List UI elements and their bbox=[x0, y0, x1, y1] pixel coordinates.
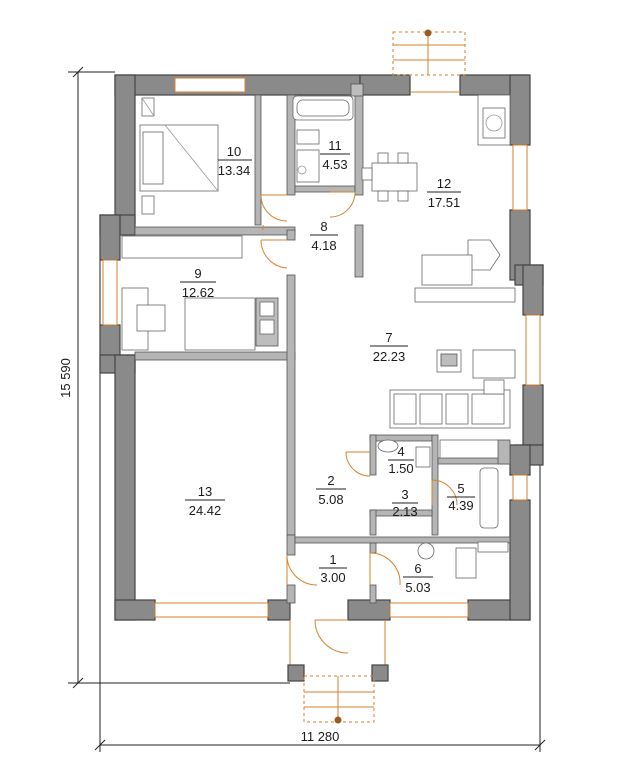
svg-text:4.39: 4.39 bbox=[448, 498, 473, 513]
svg-text:1: 1 bbox=[329, 552, 336, 567]
room-label-8: 8 4.18 bbox=[310, 219, 338, 253]
svg-text:1.50: 1.50 bbox=[388, 461, 413, 476]
svg-text:4.53: 4.53 bbox=[322, 157, 347, 172]
svg-text:3: 3 bbox=[401, 487, 408, 502]
entrance-porch bbox=[287, 620, 389, 724]
svg-text:6: 6 bbox=[414, 561, 421, 576]
room-label-11: 11 4.53 bbox=[320, 138, 350, 172]
living-room-7-furniture bbox=[389, 349, 516, 429]
svg-text:12: 12 bbox=[437, 176, 451, 191]
room-label-9: 9 12.62 bbox=[180, 266, 216, 300]
svg-text:2.13: 2.13 bbox=[392, 504, 417, 519]
svg-text:24.42: 24.42 bbox=[189, 503, 222, 518]
svg-text:22.23: 22.23 bbox=[373, 349, 406, 364]
dimension-lines bbox=[68, 66, 546, 752]
svg-text:5.03: 5.03 bbox=[405, 580, 430, 595]
room-labels: 10 13.34 11 4.53 12 17.51 8 4.18 9 12.62… bbox=[180, 138, 475, 595]
svg-text:7: 7 bbox=[385, 330, 392, 345]
room-label-12: 12 17.51 bbox=[427, 176, 461, 210]
interior-walls bbox=[134, 94, 511, 604]
svg-text:17.51: 17.51 bbox=[428, 195, 461, 210]
room-label-1: 1 3.00 bbox=[319, 552, 347, 585]
svg-text:5: 5 bbox=[457, 481, 464, 496]
svg-text:8: 8 bbox=[320, 219, 327, 234]
svg-text:9: 9 bbox=[194, 266, 201, 281]
svg-text:4.18: 4.18 bbox=[311, 238, 336, 253]
svg-text:2: 2 bbox=[327, 473, 334, 488]
svg-text:12.62: 12.62 bbox=[182, 285, 215, 300]
room-5-fixtures bbox=[439, 439, 499, 529]
bathroom-11-fixtures bbox=[292, 83, 364, 183]
svg-text:13.34: 13.34 bbox=[218, 163, 251, 178]
room-label-5: 5 4.39 bbox=[447, 481, 475, 513]
svg-text:10: 10 bbox=[227, 144, 241, 159]
svg-text:3.00: 3.00 bbox=[320, 570, 345, 585]
svg-text:13: 13 bbox=[198, 484, 212, 499]
room-label-2: 2 5.08 bbox=[316, 473, 346, 507]
doors bbox=[260, 191, 458, 654]
rear-porch bbox=[392, 29, 466, 93]
svg-text:5.08: 5.08 bbox=[318, 492, 343, 507]
room-9-furniture bbox=[121, 235, 279, 351]
svg-text:11: 11 bbox=[328, 138, 342, 153]
room-label-6: 6 5.03 bbox=[403, 561, 433, 595]
windows bbox=[102, 77, 541, 618]
room-label-10: 10 13.34 bbox=[218, 144, 252, 178]
room-label-13: 13 24.42 bbox=[185, 484, 225, 518]
room-label-7: 7 22.23 bbox=[370, 330, 408, 364]
overall-width-label: 11 280 bbox=[301, 729, 340, 744]
kitchen-12-furniture bbox=[361, 94, 516, 303]
wc-4-fixtures bbox=[377, 439, 431, 468]
bedroom-10-furniture bbox=[139, 97, 219, 215]
room-label-3: 3 2.13 bbox=[392, 487, 418, 519]
overall-height-label: 15 590 bbox=[58, 358, 73, 398]
room-label-4: 4 1.50 bbox=[388, 444, 414, 476]
room-6-fixtures bbox=[417, 541, 509, 579]
svg-text:4: 4 bbox=[397, 444, 404, 459]
